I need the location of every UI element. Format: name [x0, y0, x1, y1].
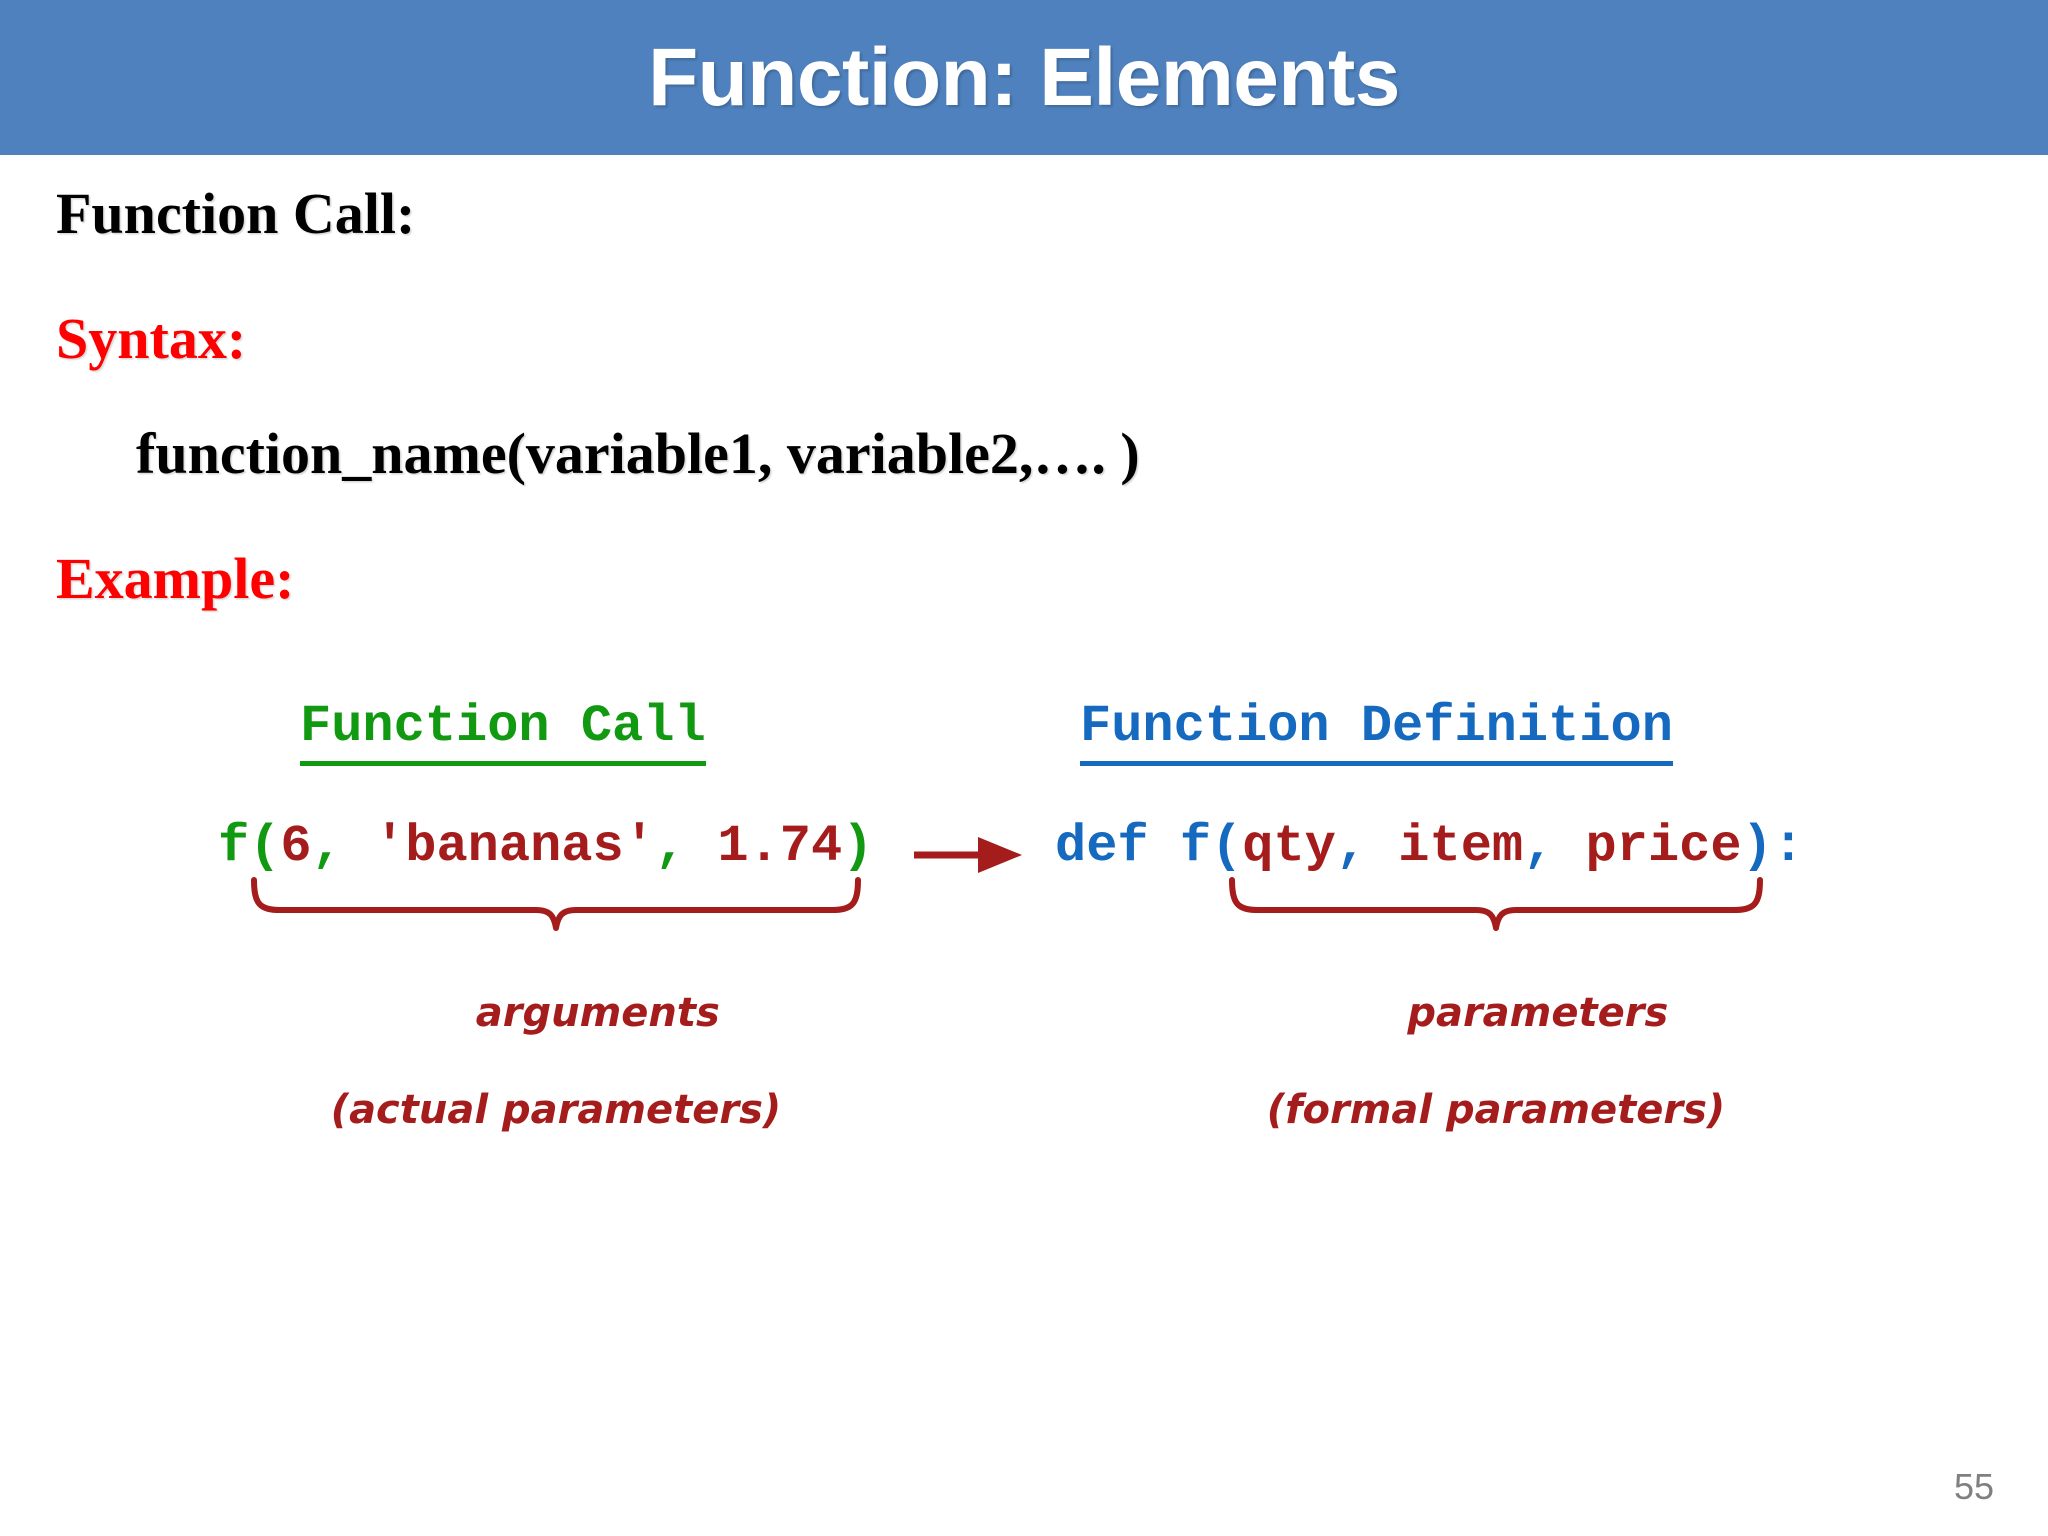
def-token-comma-2: , — [1523, 817, 1586, 876]
call-token-comma-2: , — [654, 817, 718, 876]
def-token-param-item: item — [1398, 817, 1524, 876]
arguments-annotation-sub: (actual parameters) — [330, 1087, 782, 1134]
call-token-arg-item: 'bananas' — [374, 817, 655, 876]
def-token-param-price: price — [1585, 817, 1742, 876]
call-token-arg-price: 1.74 — [717, 817, 843, 876]
arguments-underbrace — [251, 877, 861, 931]
function-call-code-snippet: f(6, 'bananas', 1.74) — [218, 817, 874, 876]
function-elements-diagram: Function Call Function Definition f(6, '… — [0, 660, 2048, 1133]
flow-arrow-icon — [914, 837, 1022, 873]
slide-page-number: 55 — [1953, 1466, 1994, 1507]
call-token-fclose: ) — [842, 817, 874, 876]
syntax-label: Syntax: — [56, 306, 247, 371]
def-token-keyword: def f( — [1055, 817, 1243, 876]
def-token-close: ): — [1741, 817, 1804, 876]
parameters-underbrace — [1229, 877, 1763, 931]
arguments-annotation: arguments (actual parameters) — [250, 940, 862, 1233]
title-bar — [0, 0, 2048, 155]
parameters-annotation: parameters (formal parameters) — [1228, 940, 1764, 1233]
call-token-fopen: f( — [218, 817, 281, 876]
function-definition-code-snippet: def f(qty, item, price): — [1055, 817, 1804, 876]
function-definition-column-heading: Function Definition — [1080, 699, 1673, 766]
call-token-comma-1: , — [311, 817, 375, 876]
def-token-comma-1: , — [1335, 817, 1399, 876]
syntax-signature-text: function_name(variable1, variable2,…. ) — [136, 421, 1140, 486]
parameters-annotation-main: parameters — [1407, 989, 1669, 1036]
arguments-annotation-main: arguments — [475, 989, 720, 1036]
function-call-column-heading: Function Call — [300, 699, 706, 766]
def-token-param-qty: qty — [1242, 817, 1336, 876]
function-call-heading: Function Call: — [56, 181, 416, 246]
example-label: Example: — [56, 546, 295, 611]
parameters-annotation-sub: (formal parameters) — [1266, 1087, 1726, 1134]
call-token-arg-qty: 6 — [280, 817, 312, 876]
page-title: Function: Elements — [648, 31, 1400, 123]
